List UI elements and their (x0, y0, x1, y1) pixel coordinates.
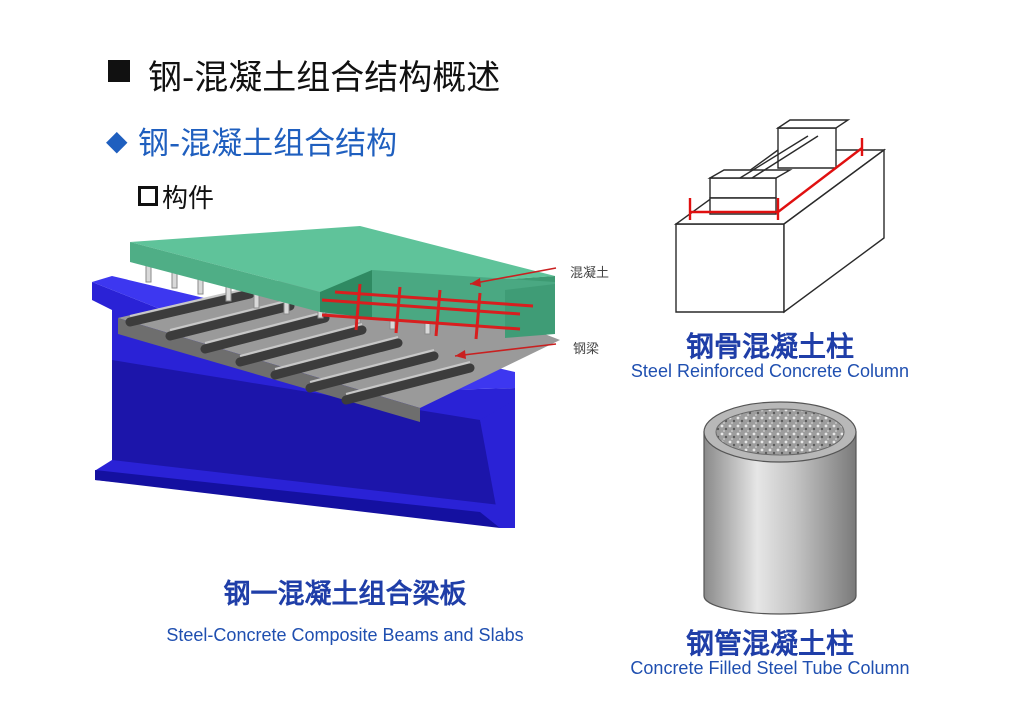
label-concrete: 混凝土 (570, 266, 610, 281)
section-item-label: 构件 (162, 184, 215, 214)
composite-beam-slab-figure (92, 226, 560, 528)
caption-src-column-en: Steel Reinforced Concrete Column (630, 361, 910, 381)
title-bullet-square (108, 60, 130, 82)
leader-line-steel (454, 343, 557, 357)
cfst-column-figure (703, 401, 857, 615)
rebar-grid (321, 283, 534, 340)
label-steel-beam: 钢梁 (573, 342, 600, 357)
caption-cfst-column-en: Concrete Filled Steel Tube Column (630, 658, 910, 678)
slide-title: 钢-混凝土组合结构概述 (148, 58, 501, 98)
caption-cfst-column-cn: 钢管混凝土柱 (685, 627, 854, 660)
caption-composite-beam-en: Steel-Concrete Composite Beams and Slabs (166, 625, 524, 645)
diamond-bullet-icon: ◆ (106, 124, 128, 157)
caption-composite-beam-cn: 钢一混凝土组合梁板 (223, 579, 467, 610)
checkbox-bullet-icon (138, 186, 158, 206)
leader-line-concrete (469, 267, 557, 285)
arrowhead-icon (470, 278, 481, 287)
arrowhead-icon (455, 350, 466, 359)
slide-subtitle: 钢-混凝土组合结构 (138, 126, 398, 162)
caption-src-column-cn: 钢骨混凝土柱 (685, 330, 854, 363)
src-column-figure (673, 119, 887, 314)
